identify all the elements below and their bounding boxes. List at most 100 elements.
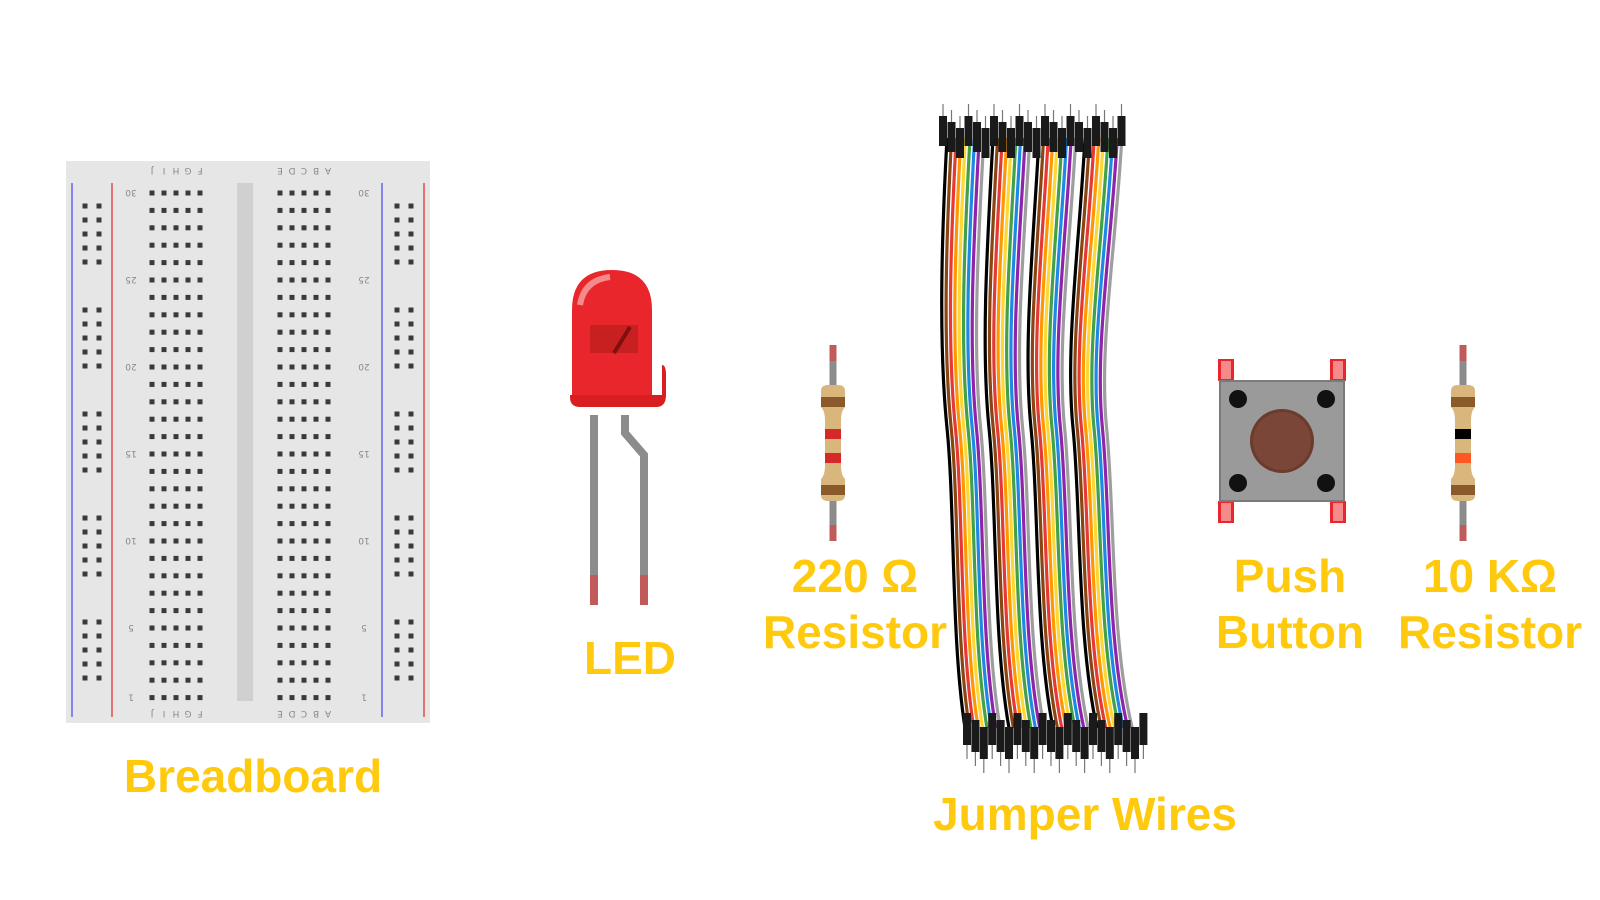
breadboard-hole — [173, 642, 179, 648]
breadboard-hole — [161, 538, 167, 544]
breadboard-hole — [289, 590, 295, 596]
breadboard-hole — [197, 573, 203, 579]
breadboard-hole — [185, 486, 191, 492]
breadboard-hole — [149, 399, 155, 405]
breadboard-rail-hole — [394, 231, 400, 237]
breadboard-row-number: 30 — [125, 187, 137, 197]
jumper-wire — [1013, 137, 1042, 729]
jumper-wire-connector — [1083, 128, 1092, 158]
breadboard-hole — [173, 364, 179, 370]
jumper-wire-connector — [1013, 713, 1022, 745]
breadboard-hole — [301, 521, 307, 527]
breadboard-hole — [149, 381, 155, 387]
breadboard-rail-hole — [394, 217, 400, 223]
breadboard-rail-hole — [408, 217, 414, 223]
breadboard-hole — [325, 677, 331, 683]
breadboard-hole — [185, 190, 191, 196]
breadboard-hole — [277, 381, 283, 387]
breadboard-hole — [149, 590, 155, 596]
breadboard-hole — [301, 451, 307, 457]
breadboard-hole — [289, 434, 295, 440]
breadboard-hole — [277, 347, 283, 353]
breadboard-hole — [325, 503, 331, 509]
breadboard-hole — [277, 521, 283, 527]
breadboard-hole — [301, 695, 307, 701]
breadboard-rail-hole — [96, 203, 102, 209]
breadboard-rail-hole — [408, 349, 414, 355]
breadboard-row-number: 10 — [358, 535, 370, 545]
breadboard-hole — [173, 503, 179, 509]
breadboard-label: Breadboard — [123, 750, 383, 802]
breadboard-row-number: 15 — [358, 448, 369, 458]
breadboard-hole — [325, 538, 331, 544]
breadboard-row-number: 20 — [358, 361, 370, 371]
breadboard-hole — [325, 660, 331, 666]
breadboard-hole — [149, 364, 155, 370]
jumper-wire-connector — [1041, 116, 1049, 146]
breadboard-column-letter: I — [163, 165, 166, 175]
breadboard-hole — [313, 260, 319, 266]
breadboard-hole — [161, 503, 167, 509]
resistor-220-band — [825, 453, 841, 463]
breadboard-hole — [289, 695, 295, 701]
breadboard-rail-hole — [82, 675, 88, 681]
breadboard-hole — [161, 695, 167, 701]
breadboard-hole — [289, 521, 295, 527]
breadboard-hole — [173, 625, 179, 631]
breadboard-row-number: 10 — [125, 535, 137, 545]
breadboard-hole — [197, 521, 203, 527]
jumper-wire-connector — [1117, 116, 1126, 146]
breadboard-rail-hole — [408, 453, 414, 459]
breadboard-hole — [289, 260, 295, 266]
breadboard-hole — [313, 521, 319, 527]
breadboard-hole — [289, 451, 295, 457]
breadboard-hole — [289, 608, 295, 614]
jumper-wire-connector — [1097, 720, 1106, 752]
breadboard-rail-hole — [408, 571, 414, 577]
breadboard-rail-hole — [394, 453, 400, 459]
breadboard-hole — [301, 312, 307, 318]
breadboard-hole — [173, 347, 179, 353]
jumper-wire-connector — [1075, 122, 1083, 152]
breadboard-hole — [313, 486, 319, 492]
jumper-wire — [1107, 137, 1139, 729]
breadboard-hole — [325, 451, 331, 457]
breadboard-hole — [197, 486, 203, 492]
breadboard-hole — [325, 225, 331, 231]
breadboard-hole — [185, 381, 191, 387]
breadboard-hole — [149, 608, 155, 614]
jumper-wire — [961, 137, 989, 729]
breadboard-hole — [325, 277, 331, 283]
jumper-wire-connector — [1021, 720, 1030, 752]
jumper-wire — [987, 137, 1015, 729]
breadboard-hole — [173, 486, 179, 492]
resistor-220-band — [821, 485, 845, 495]
breadboard-rail-hole — [394, 529, 400, 535]
breadboard-hole — [277, 399, 283, 405]
resistor-10k-band — [1451, 397, 1475, 407]
jumper-wires-image — [935, 98, 1165, 783]
breadboard-hole — [197, 294, 203, 300]
jumper-wire — [1102, 137, 1134, 729]
jumper-wire-connector — [973, 122, 981, 152]
breadboard-rail-hole — [96, 217, 102, 223]
breadboard-hole — [325, 399, 331, 405]
jumper-wire-connector — [1109, 128, 1117, 158]
breadboard-hole — [185, 207, 191, 213]
breadboard-hole — [161, 329, 167, 335]
breadboard-column-letter: C — [301, 708, 307, 718]
breadboard-hole — [325, 329, 331, 335]
jumper-wire-connector — [998, 122, 1007, 152]
breadboard-hole — [161, 434, 167, 440]
breadboard-hole — [173, 260, 179, 266]
breadboard-rail-hole — [96, 515, 102, 521]
breadboard-hole — [301, 329, 307, 335]
breadboard-rail-hole — [394, 571, 400, 577]
breadboard-hole — [289, 364, 295, 370]
breadboard-hole — [161, 573, 167, 579]
breadboard-rail-hole — [96, 571, 102, 577]
breadboard-hole — [161, 660, 167, 666]
breadboard-hole — [277, 416, 283, 422]
jumper-wire — [1043, 137, 1073, 729]
breadboard-rail-hole — [408, 543, 414, 549]
